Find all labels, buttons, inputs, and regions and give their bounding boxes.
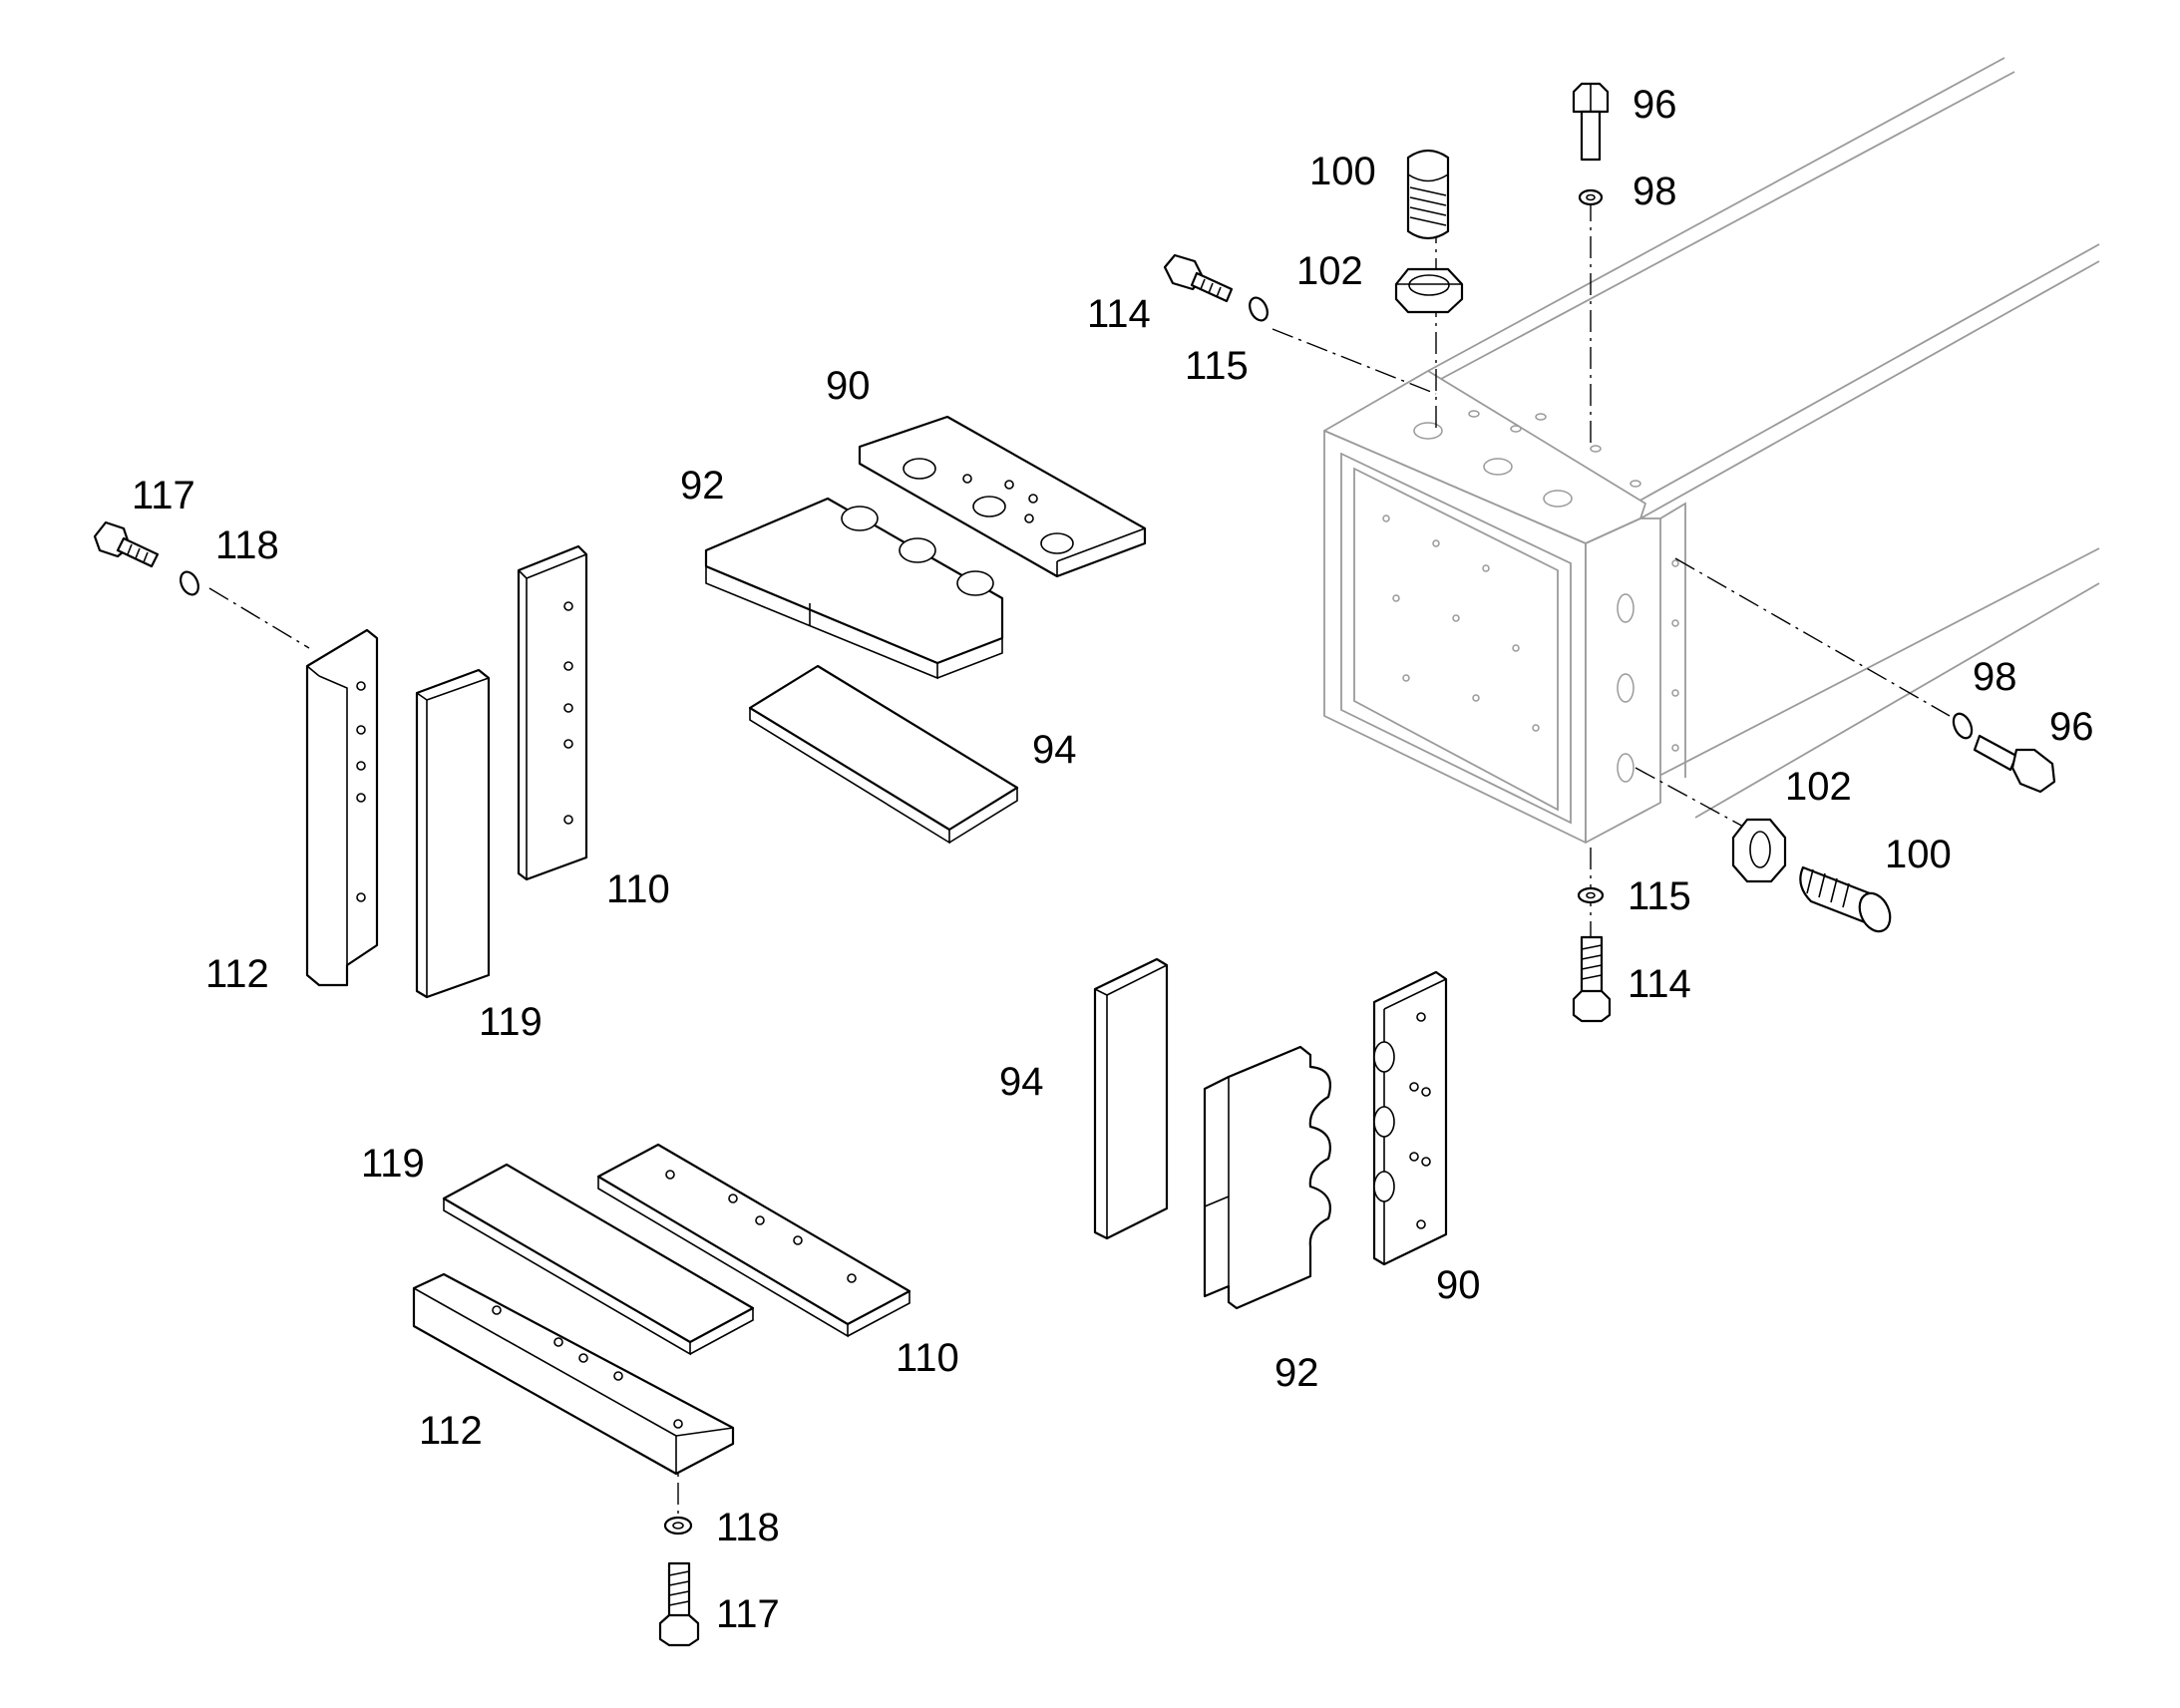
strip-119-bottom [442, 1163, 755, 1356]
angle-112-left [305, 628, 379, 987]
label-102-right: 102 [1785, 765, 1852, 809]
fastener-118-117-bottom [658, 1516, 700, 1647]
strip-110-bottom [596, 1143, 911, 1338]
label-112-bottom: 112 [419, 1409, 483, 1453]
label-92-top: 92 [680, 464, 725, 508]
bolt-114-top [1163, 253, 1234, 303]
label-114-bottom: 114 [1628, 962, 1691, 1006]
label-94-right: 94 [999, 1060, 1044, 1104]
block-92-top [704, 497, 1004, 680]
label-90-right: 90 [1436, 1263, 1481, 1307]
washer-115-bottom [1577, 886, 1605, 904]
label-117-left: 117 [132, 474, 195, 517]
washer-98-right [1952, 712, 1974, 740]
strip-110-left [517, 544, 588, 881]
label-100-top: 100 [1309, 150, 1376, 193]
bolt-96-top [1572, 82, 1610, 162]
washer-115-top [1249, 296, 1269, 322]
label-118-bottom: 118 [716, 1506, 780, 1549]
pad-94-top [748, 664, 1019, 845]
label-96-top: 96 [1633, 83, 1677, 127]
label-112-left: 112 [205, 952, 269, 996]
label-117-bottom: 117 [716, 1592, 780, 1636]
bolt-96-right [1973, 734, 2056, 794]
nut-102-top [1394, 267, 1464, 314]
angle-112-bottom [412, 1272, 735, 1476]
plate-90-right [1372, 970, 1448, 1266]
boom-beam [1323, 57, 2100, 844]
part-labels: 96 98 100 102 114 115 90 92 117 118 94 1… [132, 83, 2094, 1636]
label-100-right: 100 [1885, 833, 1952, 876]
plate-90-top [858, 415, 1147, 578]
label-96-right: 96 [2049, 705, 2094, 749]
label-110-left: 110 [606, 867, 670, 911]
label-92-right: 92 [1274, 1351, 1319, 1395]
washer-98-top [1578, 188, 1604, 206]
strip-119-left [415, 668, 491, 999]
fastener-117-118-left [93, 520, 199, 596]
label-94-top: 94 [1032, 728, 1077, 772]
screw-100-right [1799, 865, 1892, 933]
label-115-top: 115 [1185, 344, 1249, 388]
label-90-top: 90 [826, 364, 871, 408]
nut-102-right [1731, 818, 1787, 883]
screw-100-top [1406, 149, 1450, 240]
label-119-bottom: 119 [361, 1142, 425, 1186]
label-115-bottom: 115 [1628, 874, 1691, 918]
label-114-top: 114 [1087, 292, 1151, 336]
label-118-left: 118 [215, 523, 279, 567]
bolt-114-bottom [1572, 935, 1612, 1023]
label-119-left: 119 [479, 1000, 543, 1044]
pad-94-right [1093, 957, 1169, 1240]
label-98-right: 98 [1973, 655, 2017, 699]
label-110-bottom: 110 [896, 1336, 959, 1380]
label-98-top: 98 [1633, 170, 1677, 213]
label-102-top: 102 [1296, 249, 1363, 293]
block-92-right [1203, 1045, 1331, 1310]
